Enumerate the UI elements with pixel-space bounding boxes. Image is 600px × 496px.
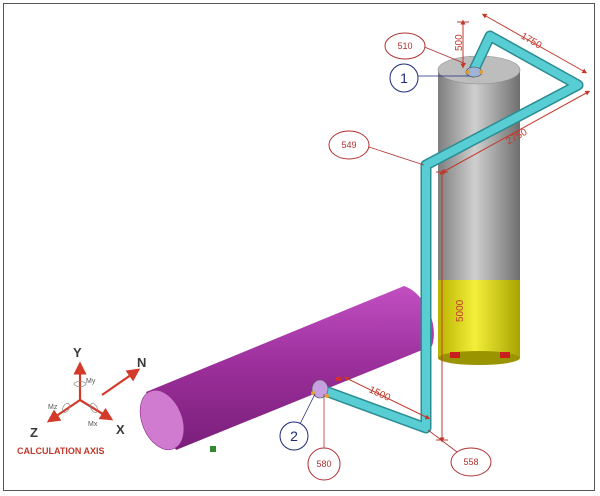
- dim-top-height: 500: [454, 34, 465, 51]
- node-2: 2: [279, 393, 316, 451]
- moment-mz-label: Mz: [48, 404, 58, 411]
- axis-z-label: Z: [30, 425, 38, 440]
- moment-mx-label: Mx: [88, 421, 98, 428]
- callout-558: 558: [427, 429, 492, 477]
- calculation-axis: Y X Z N My Mx Mz CALCULATION AXIS: [17, 345, 146, 456]
- horizontal-vessel: [139, 286, 434, 452]
- nozzle-bottom: [311, 377, 341, 399]
- callout-580: 580: [307, 394, 341, 481]
- callout-510-label: 510: [397, 41, 412, 51]
- axis-x-label: X: [116, 422, 125, 437]
- dim-riser-height: 5000: [455, 299, 466, 322]
- callout-549: 549: [328, 130, 425, 166]
- callout-549-label: 549: [341, 140, 356, 150]
- callout-510: 510: [384, 32, 467, 65]
- calculation-axis-caption: CALCULATION AXIS: [17, 446, 105, 456]
- node-1-label: 1: [400, 70, 408, 86]
- axis-n-label: N: [137, 355, 146, 370]
- axis-y-label: Y: [73, 345, 82, 360]
- callout-558-label: 558: [463, 457, 478, 467]
- node-1: 1: [389, 63, 470, 93]
- dimension-lines: [343, 13, 591, 443]
- moment-my-label: My: [86, 378, 96, 385]
- callout-580-label: 580: [316, 459, 331, 469]
- dim-bottom-run: 1500: [367, 384, 392, 404]
- vertical-vessel: [437, 55, 521, 365]
- node-2-label: 2: [290, 428, 298, 444]
